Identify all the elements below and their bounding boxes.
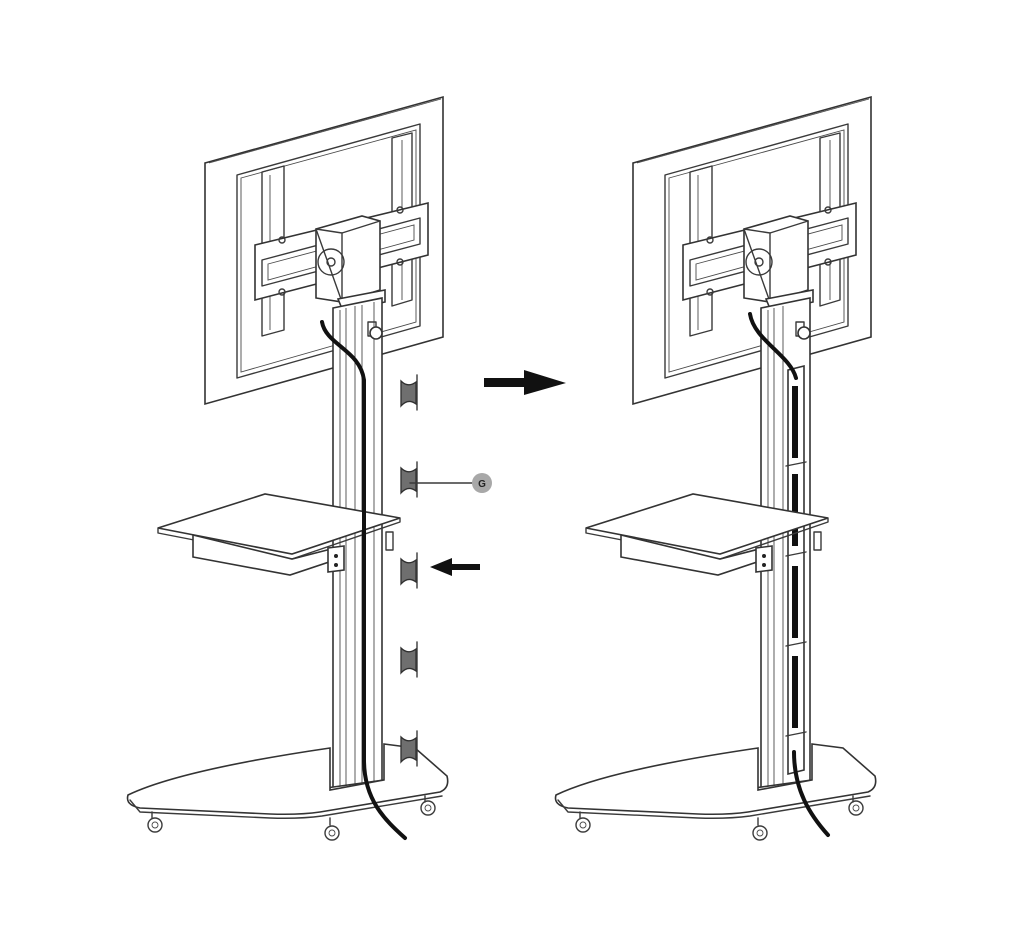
cable-clip: [400, 379, 417, 408]
caster-wheel: [324, 817, 340, 841]
stand-after: [554, 95, 877, 841]
cable-clip: [400, 646, 417, 675]
caster-wheel: [575, 811, 591, 833]
caster-wheel: [420, 795, 436, 816]
glass-shelf: [585, 493, 829, 576]
tilt-head-bracket: [743, 215, 814, 312]
cable-clip: [400, 466, 417, 495]
step-arrow-icon: [484, 370, 566, 395]
power-cable: [320, 320, 407, 840]
power-cable: [792, 750, 830, 837]
caster-wheel: [848, 795, 864, 816]
stand-base: [554, 743, 877, 841]
cable-clip: [400, 557, 417, 586]
callout-g: G: [409, 473, 492, 493]
tilt-head-bracket: [315, 215, 386, 312]
cable-clips-loose: [400, 374, 418, 767]
cable-clip: [400, 735, 417, 764]
insert-arrow-icon: [430, 558, 480, 576]
glass-shelf: [157, 493, 401, 576]
callout-badge: [472, 473, 492, 493]
stand-base: [126, 743, 449, 841]
stand-before: [126, 95, 449, 841]
caster-wheel: [147, 811, 163, 833]
callout-label: G: [478, 479, 486, 490]
caster-wheel: [752, 817, 768, 841]
power-cable: [748, 312, 798, 380]
